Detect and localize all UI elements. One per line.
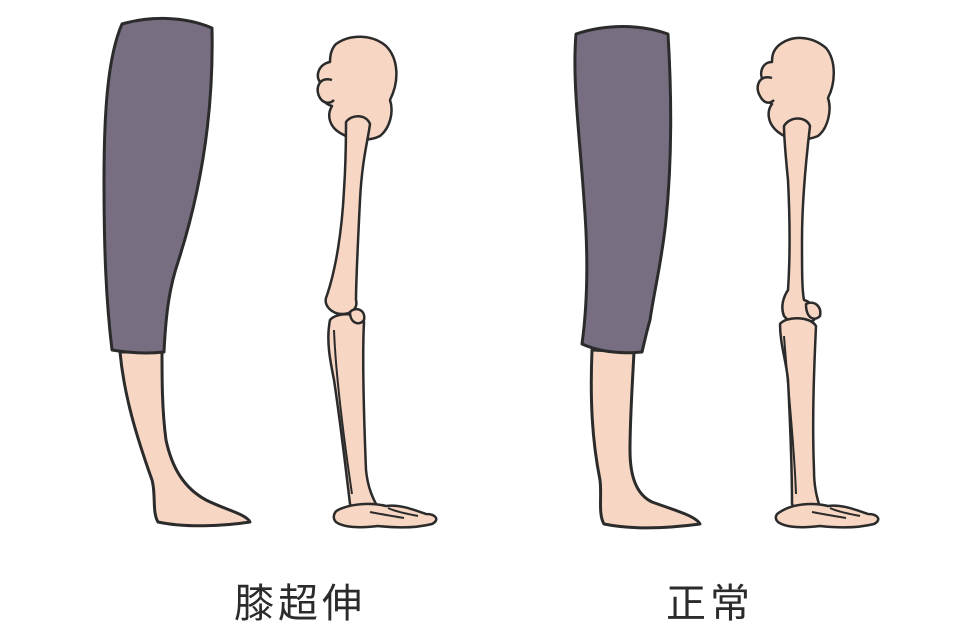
lower-leg-skin [589, 348, 702, 530]
fibula-bone [783, 335, 797, 495]
foot-bone-lines [811, 507, 861, 519]
femur-bone [324, 115, 372, 316]
hyperextended-leg-figure [102, 16, 252, 528]
kneecap-bone [804, 301, 822, 320]
femur-bone [781, 117, 817, 325]
hip-hook [756, 75, 775, 104]
normal-skeleton [756, 36, 880, 529]
pelvis-bone [316, 35, 398, 141]
foot-bone-lines [369, 507, 419, 519]
hyperextended-skeleton [316, 35, 438, 529]
hip-hook [316, 77, 335, 104]
tibia-bone [327, 313, 380, 513]
lower-leg-skin [118, 350, 252, 528]
fibula-bone [333, 329, 353, 495]
pants-normal [573, 25, 673, 355]
pelvis-bone [760, 36, 835, 141]
caption-normal: 正常 [666, 581, 754, 627]
kneecap-bone [348, 308, 366, 325]
panel-normal: 正常 [573, 25, 880, 627]
caption-hyperextension: 膝超伸 [234, 581, 366, 627]
pants-hyperextended [102, 16, 214, 355]
normal-leg-figure [573, 25, 702, 530]
tibia-bone [778, 317, 822, 513]
panel-hyperextension: 膝超伸 [102, 16, 438, 627]
